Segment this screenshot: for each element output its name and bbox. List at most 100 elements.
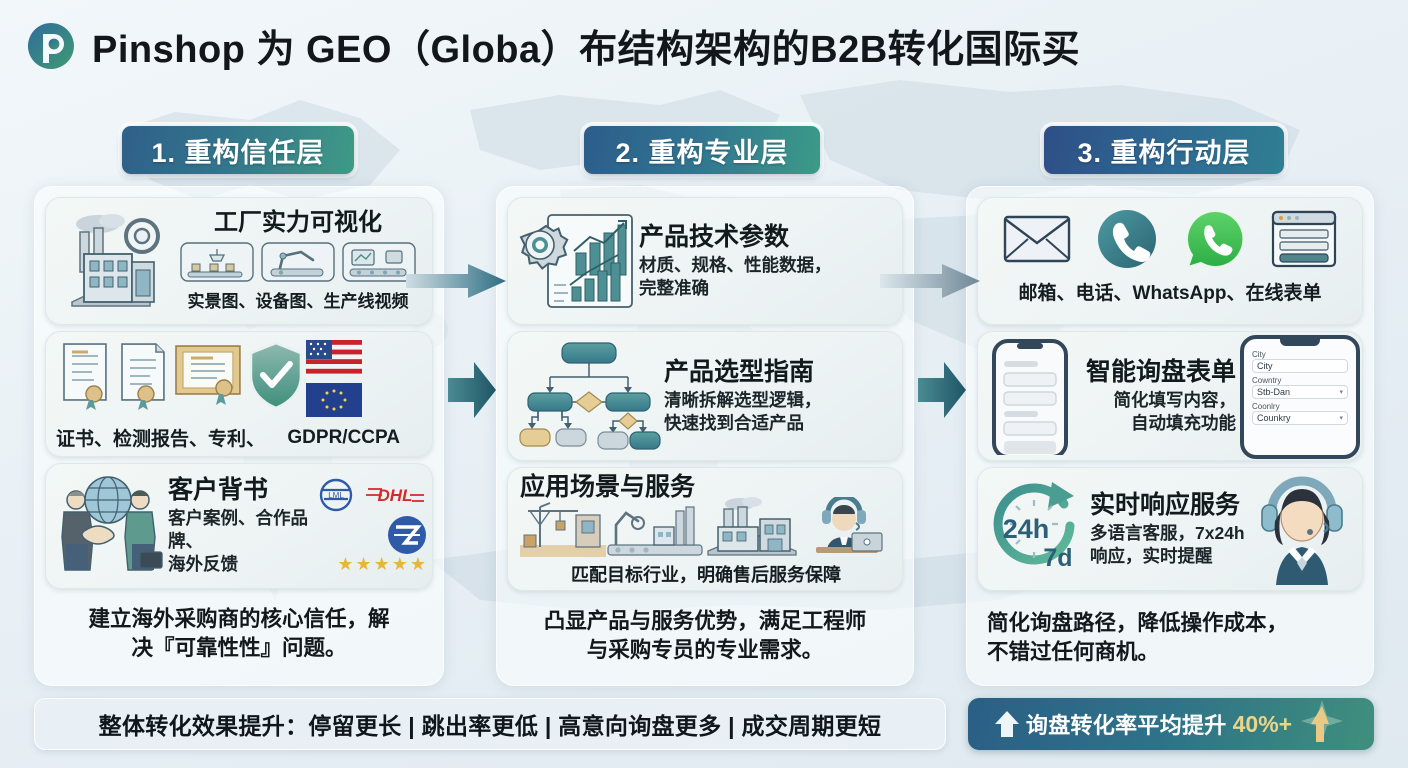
pinshop-logo-icon [27, 22, 74, 69]
robot-factory-icon [607, 506, 703, 556]
column-trust: 工厂实力可视化 实景图、设备图、生产线视频 [34, 186, 444, 686]
highlight-badge: 询盘转化率平均提升 40%+ [968, 698, 1374, 750]
card-selection-guide[interactable]: 产品选型指南 清晰拆解选型逻辑， 快速找到合适产品 [507, 331, 903, 461]
five-stars-icon: ★★★★★ [337, 553, 428, 574]
svg-text:7d: 7d [1043, 544, 1072, 572]
footer-line-1: 简化询盘路径，降低操作成本， [987, 611, 1289, 635]
page-header: Pinshop 为 GEO（Globa）布结构架构的B2B转化国际买 [26, 18, 1080, 73]
card-smart-inquiry-form[interactable]: 智能询盘表单 简化填写内容， 自动填充功能 City City Cowntry … [977, 331, 1363, 461]
summary-text: 整体转化效果提升：停留更长 | 跳出率更低 | 高意向询盘更多 | 成交周期更短 [98, 713, 882, 739]
card-factory-title: 工厂实力可视化 [214, 209, 382, 237]
form-label-2: Coonlry [1252, 402, 1280, 411]
us-flag-icon [305, 340, 362, 374]
svg-text:LML: LML [328, 491, 344, 500]
shipping-logo-icon [388, 515, 426, 554]
card-realtime-title: 实时响应服务 [1090, 490, 1241, 519]
stage-label-1: 1. 重构信任层 [151, 137, 325, 168]
arrow-right-icon [406, 264, 506, 298]
dhl-logo-icon: DHL [366, 486, 424, 505]
form-select-country-1[interactable]: Stb-Dan ▾ [1252, 385, 1348, 399]
card-app-title: 应用场景与服务 [520, 473, 696, 501]
phone-icon [1098, 210, 1157, 268]
document-icon [121, 343, 165, 410]
page-title: Pinshop 为 GEO（Globa）布结构架构的B2B转化国际买 [92, 29, 1081, 71]
arrow-right-icon [448, 362, 496, 418]
card-endorsement-title: 客户背书 [168, 476, 269, 505]
factory-icon [71, 214, 160, 307]
smartphone-icon [992, 339, 1068, 455]
card-realtime-sub2: 响应，实时提醒 [1090, 545, 1213, 566]
support-agent-icon [1261, 476, 1343, 585]
card-factory[interactable]: 工厂实力可视化 实景图、设备图、生产线视频 [45, 197, 433, 325]
stage-pill-1[interactable]: 1. 重构信任层 [122, 126, 354, 174]
stage-header-row: 1. 重构信任层 2. 重构专业层 3. 重构行动层 [0, 126, 1408, 298]
robot-arm-icon [261, 242, 335, 282]
web-form-icon [1272, 210, 1337, 268]
stage-label-3: 3. 重构行动层 [1077, 137, 1251, 168]
form-label-1: Cowntry [1252, 376, 1282, 385]
svg-text:DHL: DHL [378, 486, 413, 505]
award-certificate-icon [175, 345, 241, 405]
conveyor-belt-icon [180, 242, 254, 282]
footer-line-1: 凸显产品与服务优势，满足工程师 [543, 609, 867, 633]
handshake-icon [61, 476, 163, 571]
whatsapp-icon [1185, 209, 1245, 269]
factory-icon [707, 497, 797, 556]
stage-pill-2[interactable]: 2. 重构专业层 [584, 126, 820, 174]
card-guide-sub2: 快速找到合适产品 [664, 412, 804, 433]
card-realtime-sub1: 多语言客服，7x24h [1090, 522, 1245, 543]
card-contact-channels[interactable]: 邮箱、电话、WhatsApp、在线表单 [977, 197, 1363, 325]
card-endorsement-sub2: 海外反馈 [168, 553, 238, 574]
logistics-logo-icon: LML [319, 478, 353, 511]
envelope-icon [1003, 215, 1070, 263]
card-contact-caption: 邮箱、电话、WhatsApp、在线表单 [1018, 283, 1322, 304]
chevron-down-icon: ▾ [1339, 389, 1343, 396]
monitor-line-icon [342, 242, 416, 282]
card-inquiry-sub1: 简化填写内容， [1113, 389, 1237, 410]
card-guide-title: 产品选型指南 [664, 357, 815, 386]
card-realtime-response[interactable]: 24h 7d 实时响应服务 多语言客服，7x24h 响应，实时提醒 [977, 467, 1363, 591]
shield-check-icon [249, 341, 302, 410]
form-select-value-1: Stb-Dan [1257, 387, 1291, 397]
card-certificates[interactable]: 证书、检测报告、专利、 GDPR/CCPA [45, 331, 433, 457]
stage-pill-3[interactable]: 3. 重构行动层 [1044, 126, 1284, 174]
summary-bar: 整体转化效果提升：停留更长 | 跳出率更低 | 高意向询盘更多 | 成交周期更短 [34, 698, 946, 750]
phone-form-fields[interactable]: City City Cowntry Stb-Dan ▾ Coonlry Coun… [1244, 346, 1356, 425]
card-endorsement-sub1: 客户案例、合作品牌、 [168, 508, 308, 552]
card-application-service[interactable]: 应用场景与服务 匹配目标行业，明确售后服务保障 [507, 467, 903, 591]
column-professional-footer: 凸显产品与服务优势，满足工程师 与采购专员的专业需求。 [507, 601, 903, 665]
card-customer-endorsement[interactable]: 客户背书 客户案例、合作品牌、 海外反馈 LML DHL ★★★★★ [45, 463, 433, 589]
footer-line-2: 与采购专员的专业需求。 [586, 637, 824, 662]
card-tech-title: 产品技术参数 [639, 222, 790, 251]
smartphone-form-icon: City City Cowntry Stb-Dan ▾ Coonlry Coun… [1240, 333, 1362, 459]
stage-label-2: 2. 重构专业层 [615, 137, 789, 168]
bar-chart-icon [519, 214, 633, 308]
arrow-up-icon [994, 711, 1019, 737]
arrow-right-icon [880, 264, 980, 298]
highlight-prefix: 询盘转化率平均提升 [1025, 713, 1227, 738]
chevron-down-icon: ▾ [1339, 415, 1343, 422]
form-select-value-2: Counkry [1257, 413, 1291, 423]
form-input-city[interactable]: City [1252, 359, 1348, 373]
highlight-value: 40%+ [1232, 710, 1293, 737]
clock-24h-icon: 24h 7d [993, 482, 1075, 572]
construction-crane-icon [520, 502, 606, 557]
form-select-country-2[interactable]: Counkry ▾ [1252, 411, 1348, 425]
svg-text:24h: 24h [1003, 514, 1050, 544]
card-tech-sub1: 材质、规格、性能数据， [639, 254, 832, 275]
card-inquiry-sub2: 自动填充功能 [1131, 412, 1236, 433]
footer-line-2: 不错过任何商机。 [987, 639, 1160, 664]
card-tech-params[interactable]: 产品技术参数 材质、规格、性能数据， 完整准确 [507, 197, 903, 325]
form-label-0: City [1252, 350, 1266, 359]
eu-flag-icon [305, 383, 362, 417]
footer-line-1: 建立海外采购商的核心信任，解 [88, 607, 390, 631]
card-app-caption: 匹配目标行业，明确售后服务保障 [571, 565, 841, 585]
upward-spark-icon [1301, 700, 1344, 742]
column-action-footer: 简化询盘路径，降低操作成本， 不错过任何商机。 [977, 603, 1363, 667]
support-agent-icon [816, 497, 883, 553]
flowchart-icon [519, 342, 661, 450]
card-factory-caption: 实景图、设备图、生产线视频 [187, 291, 409, 311]
certificate-icon [63, 343, 107, 410]
card-certificates-caption: 证书、检测报告、专利、 [56, 429, 266, 450]
card-inquiry-title: 智能询盘表单 [1085, 357, 1236, 386]
